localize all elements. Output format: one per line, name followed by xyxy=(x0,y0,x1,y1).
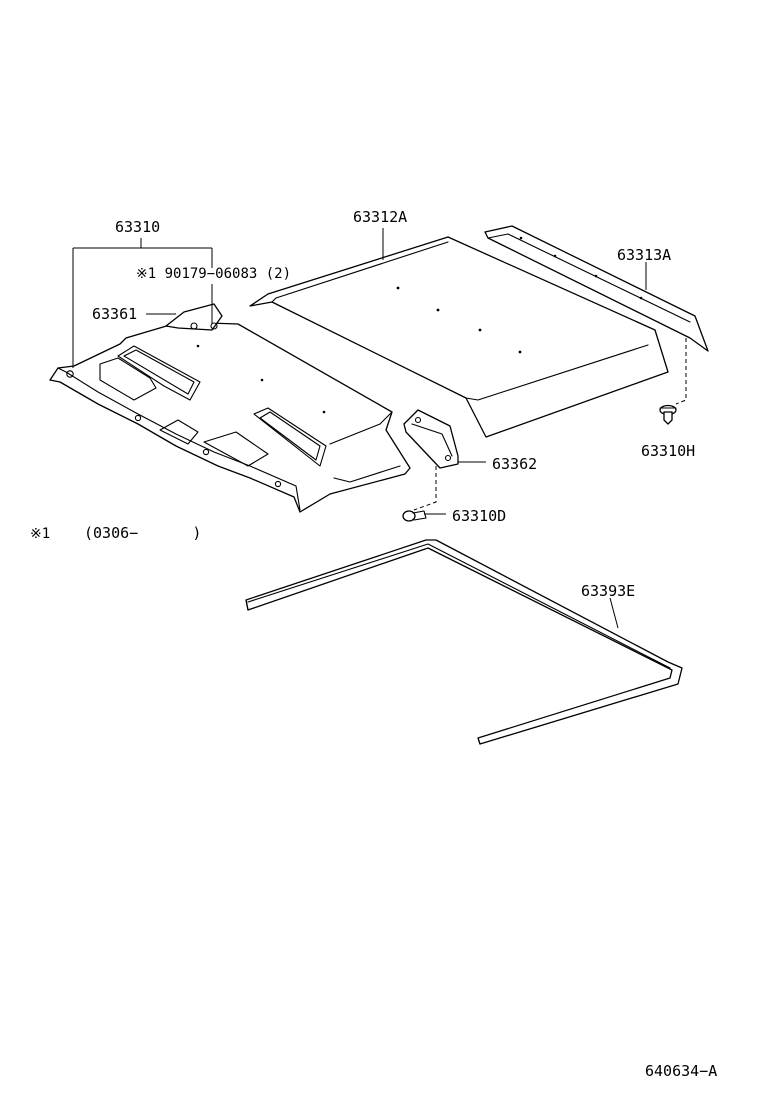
label-63310d: 63310D xyxy=(452,507,507,525)
roof-headlining-63312a xyxy=(249,236,669,438)
footnote-range: (0306− ) xyxy=(84,524,202,542)
label-63310h: 63310H xyxy=(641,442,696,460)
label-63313a: 63313A xyxy=(617,246,672,264)
front-headlining-63310 xyxy=(49,321,411,513)
bracket-63362 xyxy=(403,409,459,469)
label-63310: 63310 xyxy=(115,218,161,236)
clip-63310h xyxy=(659,404,677,425)
label-63362: 63362 xyxy=(492,455,538,473)
trim-strip-63313a xyxy=(484,225,709,352)
weatherstrip-63393e xyxy=(245,539,683,745)
label-63361: 63361 xyxy=(92,305,138,323)
label-63393e: 63393E xyxy=(581,582,636,600)
leader-lines xyxy=(72,228,687,629)
drawing-id: 640634−A xyxy=(645,1062,718,1080)
clip-63310d xyxy=(402,510,427,522)
label-bolt-note: ※1 90179−06083 (2) xyxy=(136,266,292,282)
label-63312a: 63312A xyxy=(353,208,408,226)
footnote-mark: ※1 xyxy=(30,526,51,542)
bracket-63361 xyxy=(165,303,223,331)
